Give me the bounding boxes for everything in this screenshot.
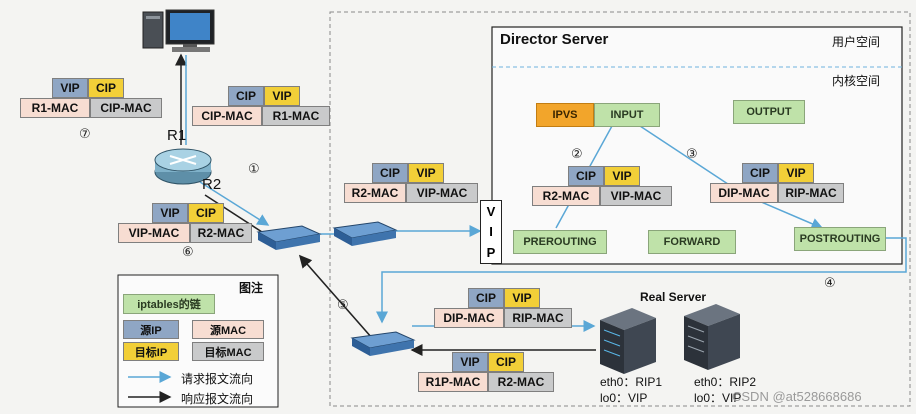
- real-server-title: Real Server: [640, 290, 707, 304]
- step-6-label: ⑥: [182, 244, 194, 259]
- psw-dst-mac: VIP-MAC: [406, 183, 478, 203]
- chain-forward: FORWARD: [648, 230, 736, 254]
- psw-dst-ip: VIP: [408, 163, 444, 183]
- p2-dst-mac: VIP-MAC: [600, 186, 672, 206]
- legend-src-mac: 源MAC: [192, 320, 264, 339]
- chain-ipvs: IPVS: [536, 103, 594, 127]
- rs1-eth-label: eth0：RIP1: [600, 375, 663, 389]
- vip-letter-v: V: [486, 203, 496, 219]
- director-server-title: Director Server: [500, 31, 609, 48]
- legend-dst-ip: 目标IP: [123, 342, 179, 361]
- vip-letter-i: I: [489, 224, 493, 240]
- p6-src-ip: VIP: [152, 203, 188, 223]
- watermark: CSDN @at528668686: [732, 389, 862, 404]
- rs1-lo-label: lo0：VIP: [600, 391, 648, 405]
- response-switch-router-line: [204, 194, 263, 233]
- input-director-line: [639, 125, 741, 193]
- client-computer-icon: [142, 9, 215, 52]
- p7-dst-mac: CIP-MAC: [90, 98, 162, 118]
- switch-1-icon: [256, 225, 322, 250]
- chain-input: INPUT: [594, 103, 660, 127]
- p7-dst-ip: CIP: [88, 78, 124, 98]
- p1-dst-mac: R1-MAC: [262, 106, 330, 126]
- real-server-1-icon: [600, 308, 656, 374]
- chain-postrouting: POSTROUTING: [794, 227, 886, 251]
- legend-request-label: 请求报文流向: [181, 372, 254, 386]
- postrouting-to-switch3-line: [376, 237, 907, 324]
- step-2-label: ②: [571, 146, 583, 161]
- p4-dst-mac: RIP-MAC: [504, 308, 572, 328]
- router-r2-label: R2: [202, 176, 222, 193]
- p1-src-mac: CIP-MAC: [192, 106, 262, 126]
- rs2-eth-label: eth0：RIP2: [694, 375, 757, 389]
- p5-dst-ip: CIP: [488, 352, 524, 372]
- vip-interface-box: V I P: [480, 200, 502, 264]
- kernel-space-label: 内核空间: [832, 74, 881, 88]
- p6-dst-ip: CIP: [188, 203, 224, 223]
- legend-src-ip: 源IP: [123, 320, 179, 339]
- legend-title: 图注: [239, 281, 264, 295]
- p3-src-ip: CIP: [742, 163, 778, 183]
- legend-chain-swatch: iptables的链: [123, 294, 215, 314]
- router-icon: [154, 148, 212, 185]
- vip-letter-p: P: [486, 245, 496, 261]
- step-4-label: ④: [824, 275, 836, 290]
- p3-dst-mac: RIP-MAC: [778, 183, 844, 203]
- rs2-lo-label: lo0：VIP: [694, 391, 742, 405]
- p5-src-mac: R1P-MAC: [418, 372, 488, 392]
- p3-dst-ip: VIP: [778, 163, 814, 183]
- step-5-label: ⑤: [337, 297, 349, 312]
- switch-3-icon: [350, 331, 416, 356]
- real-server-2-icon: [684, 304, 740, 370]
- p2-dst-ip: VIP: [604, 166, 640, 186]
- p4-dst-ip: VIP: [504, 288, 540, 308]
- p7-src-ip: VIP: [52, 78, 88, 98]
- step-1-label: ①: [248, 161, 260, 176]
- p5-dst-mac: R2-MAC: [488, 372, 554, 392]
- p2-src-mac: R2-MAC: [532, 186, 600, 206]
- psw-src-mac: R2-MAC: [344, 183, 406, 203]
- p5-src-ip: VIP: [452, 352, 488, 372]
- step-7-label: ⑦: [79, 126, 91, 141]
- chain-prerouting: PREROUTING: [513, 230, 607, 254]
- p4-src-mac: DIP-MAC: [434, 308, 504, 328]
- to-postrouting-line: [751, 197, 824, 230]
- p1-dst-ip: VIP: [264, 86, 300, 106]
- p2-src-ip: CIP: [568, 166, 604, 186]
- response-to-switch1-line: [298, 254, 373, 339]
- router-r1-label: R1: [167, 127, 187, 144]
- p7-src-mac: R1-MAC: [20, 98, 90, 118]
- p6-dst-mac: R2-MAC: [190, 223, 252, 243]
- p1-src-ip: CIP: [228, 86, 264, 106]
- request-router-switch-line: [199, 181, 270, 226]
- p6-src-mac: VIP-MAC: [118, 223, 190, 243]
- p4-src-ip: CIP: [468, 288, 504, 308]
- psw-src-ip: CIP: [372, 163, 408, 183]
- legend-response-label: 响应报文流向: [181, 392, 254, 406]
- legend-dst-mac: 目标MAC: [192, 342, 264, 361]
- user-space-label: 用户空间: [832, 35, 881, 49]
- p3-src-mac: DIP-MAC: [710, 183, 778, 203]
- step-3-label: ③: [686, 146, 698, 161]
- switch-2-icon: [332, 221, 398, 246]
- director-network-boundary: [329, 11, 911, 407]
- chain-output: OUTPUT: [733, 100, 805, 124]
